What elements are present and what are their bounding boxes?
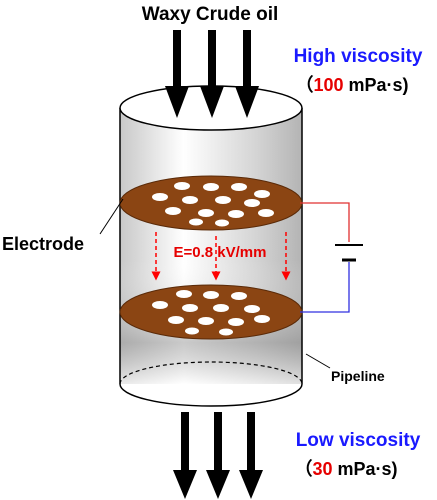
outlet-flow-arrows <box>173 412 263 499</box>
power-circuit <box>300 202 363 313</box>
pipeline-label: Pipeline <box>331 368 385 384</box>
inlet-flow-arrows <box>165 30 259 118</box>
flow-arrow-icon <box>173 412 197 499</box>
electrode-label: Electrode <box>2 234 84 254</box>
pipeline-cylinder <box>119 85 303 407</box>
flow-arrow-icon <box>206 412 230 499</box>
flow-arrow-icon <box>200 30 224 118</box>
outlet-viscosity-value: 30 <box>312 459 332 479</box>
outlet-viscosity-label: Low viscosity <box>296 430 421 451</box>
flow-arrow-icon <box>239 412 263 499</box>
top-electrode <box>119 175 303 231</box>
flow-arrow-icon <box>235 30 259 118</box>
field-strength-label: E=0.8 kV/mm <box>174 244 267 261</box>
inlet-viscosity-value: 100 <box>313 75 343 95</box>
pipeline-bottom-front-edge <box>119 383 303 407</box>
negative-wire <box>300 262 350 313</box>
electric-field-arrows <box>151 232 291 281</box>
electrode-leader-line <box>99 198 124 235</box>
flow-arrow-icon <box>165 30 189 118</box>
inlet-viscosity-value-line: （100 mPa·s) <box>295 75 408 95</box>
pipeline-bottom-back-edge <box>119 361 303 385</box>
diagram-title: Waxy Crude oil <box>142 4 279 25</box>
inlet-viscosity-label: High viscosity <box>294 46 423 67</box>
outlet-viscosity-value-line: （30 mPa·s) <box>294 459 397 479</box>
bottom-electrode <box>119 284 303 340</box>
positive-wire <box>300 202 350 242</box>
battery-icon <box>335 244 363 262</box>
pipeline-leader-line <box>305 353 331 369</box>
